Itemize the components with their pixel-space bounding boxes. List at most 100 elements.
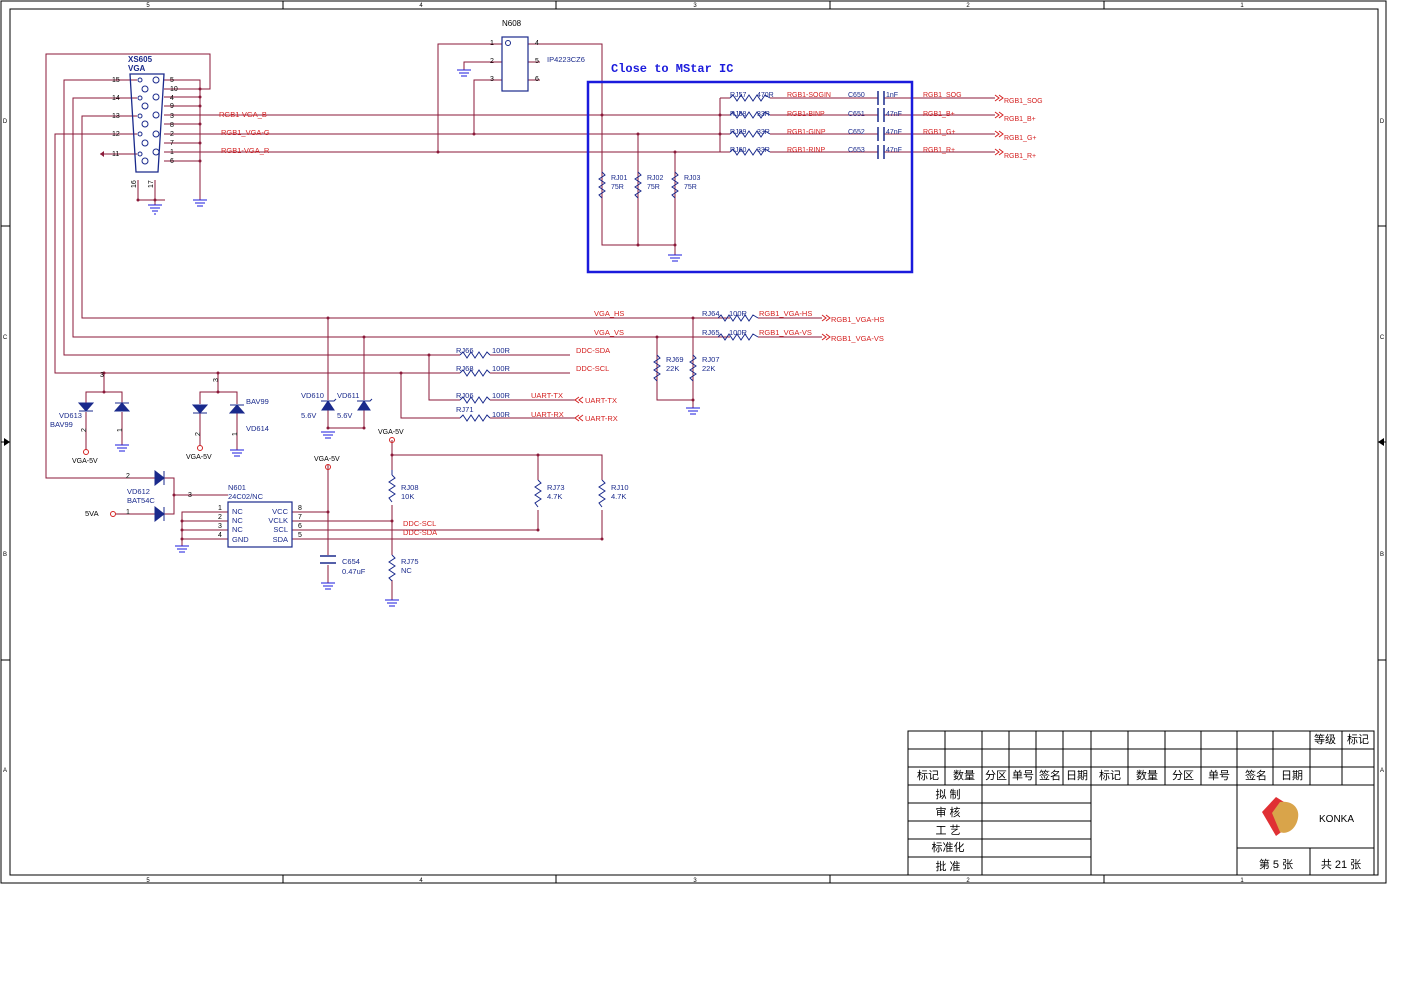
resistor-ref: RJ60 bbox=[730, 147, 746, 154]
resistor-value: 33R bbox=[757, 129, 770, 136]
row-label: A bbox=[3, 768, 7, 774]
resistor-ref: RJ65 bbox=[702, 328, 720, 337]
port-label: RGB1_R+ bbox=[1004, 153, 1036, 160]
vga-pin: 4 bbox=[170, 95, 174, 102]
resistor-ref: RJ75 bbox=[401, 557, 419, 566]
cap-ref: C654 bbox=[342, 557, 360, 566]
rgb-chain-labels: RJ57 470R RGB1-SOGIN C650 1nF RGB1_SOG R… bbox=[730, 92, 962, 154]
vga-net-labels: RGB1-VGA_B RGB1_VGA-G RGB1-VGA_R bbox=[219, 110, 270, 155]
chip-pin-name: NC bbox=[232, 516, 243, 525]
supply-label: 5VA bbox=[85, 509, 99, 518]
tb-cell: 标记 bbox=[1347, 732, 1369, 746]
chip-pin: 6 bbox=[298, 523, 302, 530]
tb-role: 审 核 bbox=[935, 805, 960, 819]
resistor-ref: RJ68 bbox=[456, 364, 474, 373]
chip-pin-name: NC bbox=[232, 525, 243, 534]
resistor-ref: RJ03 bbox=[684, 175, 700, 182]
n608-chip: N608 IP4223CZ6 1 2 3 4 5 6 bbox=[490, 19, 585, 92]
cap-value: 47nF bbox=[886, 147, 902, 154]
net-label-vga-b: RGB1-VGA_B bbox=[219, 110, 267, 119]
tb-header: 标记 bbox=[917, 768, 939, 782]
n608-ref: N608 bbox=[502, 19, 522, 28]
net-label: RGB1_B+ bbox=[923, 111, 955, 118]
net-label-ddc-scl: DDC-SCL bbox=[403, 519, 436, 528]
chip-part: 24C02/NC bbox=[228, 492, 264, 501]
vga-pin: 13 bbox=[112, 113, 120, 120]
ground-symbol bbox=[230, 449, 244, 457]
chip-pin: 2 bbox=[218, 514, 222, 521]
resistor-value: 100R bbox=[492, 410, 511, 419]
vga-pin: 14 bbox=[112, 95, 120, 102]
vga-pin: 3 bbox=[170, 113, 174, 120]
ddc-uart-section: RJ66 100R DDC-SDA RJ68 100R DDC-SCL RJ06… bbox=[456, 346, 618, 423]
supply-label: VGA-5V bbox=[314, 456, 340, 463]
n608-pin: 4 bbox=[535, 40, 539, 47]
resistor-ref: RJ08 bbox=[401, 483, 419, 492]
resistor-ref: RJ06 bbox=[456, 391, 474, 400]
cap-ref: C652 bbox=[848, 129, 865, 136]
tb-header: 分区 bbox=[985, 769, 1007, 782]
resistor-value: 4.7K bbox=[611, 492, 626, 501]
coupling-capacitors bbox=[877, 91, 885, 159]
eeprom-n601: N601 24C02/NC NC NC NC GND VCC VCLK SCL … bbox=[218, 456, 366, 576]
cap-ref: C650 bbox=[848, 92, 865, 99]
row-label: D bbox=[1380, 119, 1385, 125]
ground-symbol bbox=[686, 407, 700, 415]
row-label: B bbox=[1380, 552, 1384, 558]
resistor-value: 100R bbox=[729, 328, 748, 337]
rgb-output-ports: RGB1_SOG RGB1_B+ RGB1_G+ RGB1_R+ bbox=[994, 94, 1043, 160]
resistor-ref: RJ02 bbox=[647, 175, 663, 182]
ground-symbol bbox=[321, 582, 335, 590]
col-label: 1 bbox=[1240, 3, 1244, 9]
diode-ref: VD612 bbox=[127, 487, 150, 496]
tb-role: 工 艺 bbox=[935, 824, 960, 837]
resistor-ref: RJ07 bbox=[702, 355, 720, 364]
bat54c-diode: 2 1 3 VD612 BAT54C 5VA bbox=[85, 469, 192, 523]
diode-pin: 3 bbox=[213, 378, 220, 382]
chip-pin-name: VCC bbox=[272, 507, 288, 516]
supply-label: VGA-5V bbox=[378, 429, 404, 436]
close-to-mstar-box: Close to MStar IC bbox=[586, 62, 914, 274]
ground-symbols bbox=[115, 69, 700, 607]
tb-role: 拟 制 bbox=[935, 787, 960, 801]
chip-pin: 5 bbox=[298, 532, 302, 539]
resistor-value: NC bbox=[401, 566, 412, 575]
resistor-value: 33R bbox=[757, 111, 770, 118]
port-label: UART-RX bbox=[585, 414, 618, 423]
tb-header: 数量 bbox=[1136, 769, 1158, 782]
cap-ref: C653 bbox=[848, 147, 865, 154]
tb-header: 单号 bbox=[1012, 769, 1034, 782]
port-label: RGB1_VGA-VS bbox=[831, 334, 884, 343]
resistor-value: 100R bbox=[729, 309, 748, 318]
chip-pin-name: NC bbox=[232, 507, 243, 516]
vga-pin: 16 bbox=[131, 180, 138, 188]
row-label: A bbox=[1380, 768, 1384, 774]
ground-symbol bbox=[193, 199, 207, 207]
diode-pin: 3 bbox=[188, 492, 192, 499]
vga-pin: 2 bbox=[170, 131, 174, 138]
zener-diodes: VD610 5.6V VD611 5.6V bbox=[301, 391, 373, 420]
diode-pin: 2 bbox=[81, 428, 88, 432]
net-label-vga-r: RGB1-VGA_R bbox=[221, 146, 270, 155]
tb-sheet-total: 共 21 张 bbox=[1321, 858, 1361, 871]
ground-symbol bbox=[321, 431, 335, 439]
ground-symbol bbox=[385, 599, 399, 607]
row-label: C bbox=[3, 335, 8, 341]
net-label-vga-g: RGB1_VGA-G bbox=[221, 128, 270, 137]
tb-role: 批 准 bbox=[935, 859, 960, 873]
col-label: 4 bbox=[419, 3, 423, 9]
chip-pin: 8 bbox=[298, 505, 302, 512]
resistor-value: 22K bbox=[702, 364, 715, 373]
net-label-vga-vs: VGA_VS bbox=[594, 328, 624, 337]
series-resistors bbox=[729, 94, 771, 156]
drawing-frame bbox=[0, 0, 1387, 884]
termination-resistors bbox=[598, 171, 679, 199]
n608-pin: 3 bbox=[490, 76, 494, 83]
resistor-ref: RJ10 bbox=[611, 483, 629, 492]
diode-part: BAV99 bbox=[246, 397, 269, 406]
tb-role: 标准化 bbox=[932, 840, 965, 854]
resistor-value: 100R bbox=[492, 364, 511, 373]
vga-pin: 9 bbox=[170, 103, 174, 110]
n608-part: IP4223CZ6 bbox=[547, 55, 585, 64]
